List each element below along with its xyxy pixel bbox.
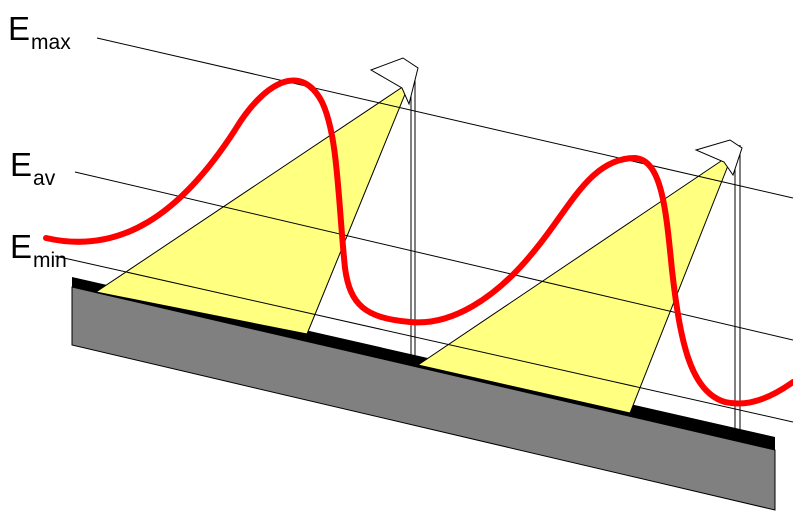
e-av-line	[74, 171, 793, 341]
pole-2	[734, 145, 741, 435]
e-av-symbol: E	[10, 146, 33, 183]
e-max-subscript: max	[31, 31, 71, 54]
light-cone-1	[94, 80, 412, 335]
e-min-subscript: min	[33, 249, 67, 272]
luminaire-1	[369, 57, 419, 106]
e-av-label: Eav	[10, 146, 55, 189]
illuminance-curve	[43, 77, 793, 407]
e-min-symbol: E	[10, 228, 33, 265]
e-max-line	[96, 37, 793, 199]
pole-1	[410, 75, 416, 356]
e-av-subscript: av	[33, 167, 56, 190]
e-min-label: Emin	[10, 228, 67, 271]
e-max-label: Emax	[8, 10, 71, 53]
light-cone-2	[416, 151, 735, 414]
luminaire-2	[694, 139, 743, 177]
e-min-line	[54, 255, 793, 423]
e-max-symbol: E	[8, 10, 31, 47]
